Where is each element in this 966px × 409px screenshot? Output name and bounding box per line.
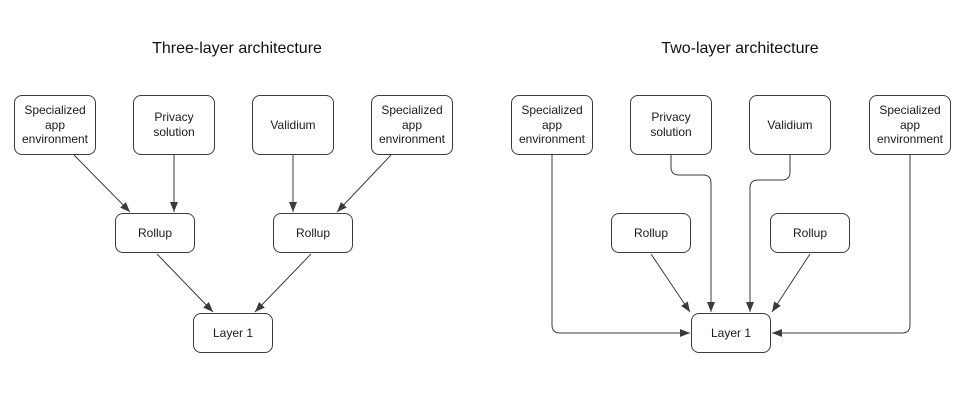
two-layer-title: Two-layer architecture: [661, 40, 819, 57]
node-2l-privacy-solution: Privacy solution: [630, 95, 712, 155]
node-2l-rollup-left: Rollup: [611, 213, 691, 253]
edge-2l-rollupleft-to-layer1: [650, 253, 691, 313]
edge-3l-specenvleft-to-rollupleft: [73, 154, 131, 213]
node-2l-layer-1: Layer 1: [691, 313, 771, 353]
node-3l-rollup-left: Rollup: [115, 213, 195, 253]
node-3l-specialized-app-environment-right: Specialized app environment: [371, 95, 453, 155]
node-2l-validium: Validium: [749, 95, 831, 155]
three-layer-title: Three-layer architecture: [152, 40, 322, 57]
node-2l-rollup-right: Rollup: [770, 213, 850, 253]
node-2l-specialized-app-environment-right: Specialized app environment: [869, 95, 951, 155]
node-3l-rollup-right: Rollup: [273, 213, 353, 253]
node-3l-privacy-solution: Privacy solution: [133, 95, 215, 155]
edge-3l-rollupleft-to-layer1: [156, 253, 214, 313]
node-3l-validium: Validium: [252, 95, 334, 155]
edge-3l-rollupright-to-layer1: [254, 253, 312, 313]
edge-3l-specenvright-to-rollupright: [336, 154, 392, 213]
edge-2l-rollupright-to-layer1: [771, 253, 811, 313]
node-2l-specialized-app-environment-left: Specialized app environment: [511, 95, 593, 155]
node-3l-specialized-app-environment-left: Specialized app environment: [14, 95, 96, 155]
node-3l-layer-1: Layer 1: [193, 313, 273, 353]
